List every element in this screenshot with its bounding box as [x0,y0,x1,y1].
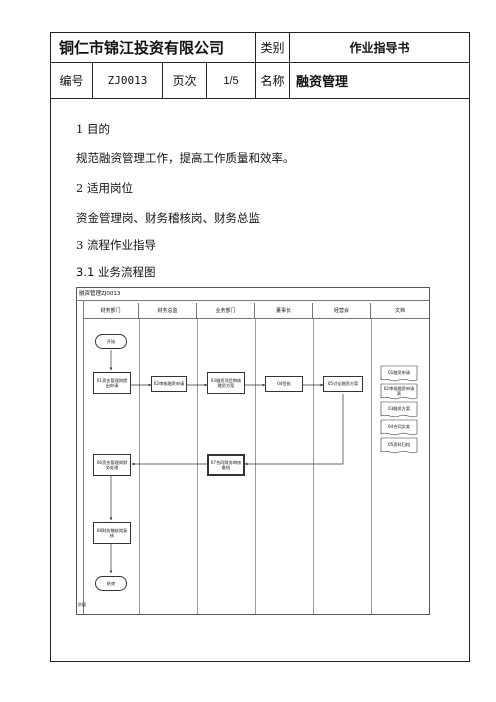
step-08-node: 08财务稽核岗复核 [93,522,131,544]
lane-operating-meeting: 经营会 [313,303,371,319]
document-item: 01融资申请 [387,370,411,376]
category-label: 类别 [256,33,290,63]
step-04-node: 04签批 [265,376,303,392]
section-2-title: 2 适用岗位 [76,181,133,195]
step-06-node: 06资金管理岗财务处理 [93,454,131,476]
lane-divider [139,319,140,614]
name-value: 融资管理 [290,63,469,99]
step-03-node: 03融资项目审核融资方案 [207,372,245,394]
document-item: 04合同文本 [387,424,411,430]
number-label: 编号 [51,63,93,99]
document-item: 05资料归档 [387,442,411,448]
flowchart: 融资管理ZJ0013 阶段 财务部门 财务总监 业务部门 董事长 经营会 文档 [76,287,430,615]
step-01-node: 01资金管理岗提出申请 [93,372,131,394]
name-label: 名称 [256,63,290,99]
number-value: ZJ0013 [93,63,163,99]
lane-divider [371,319,372,614]
document-item: 02审批融资申请表 [383,385,415,397]
step-05-node: 05讨论融资方案 [323,376,363,392]
lane-cfo: 财务总监 [139,303,197,319]
lane-documents: 文档 [371,303,429,319]
title-divider [77,300,429,301]
lane-divider [197,319,198,614]
document-page: 铜仁市锦江投资有限公司 类别 作业指导书 编号 ZJ0013 页次 1/5 名称… [50,32,470,662]
flow-connectors [109,350,418,574]
start-node: 开始 [95,334,127,349]
phase-label: 阶段 [78,602,86,607]
lane-business-dept: 业务部门 [197,303,255,319]
flowchart-title: 融资管理ZJ0013 [79,291,121,297]
category-value: 作业指导书 [290,33,469,63]
header-table: 铜仁市锦江投资有限公司 类别 作业指导书 编号 ZJ0013 页次 1/5 名称… [51,33,469,99]
section-3-title: 3 流程作业指导 [76,238,156,252]
lane-divider [255,319,256,614]
page-label: 页次 [163,63,207,99]
step-02-node: 02审核融资申请 [151,376,187,392]
company-name: 铜仁市锦江投资有限公司 [51,33,256,63]
lane-divider [313,319,314,614]
section-2-text: 资金管理岗、财务稽核岗、财务总监 [76,211,260,225]
step-07-node: 07合同财务审核备档 [207,454,245,476]
document-item: 03融资方案 [387,406,411,412]
section-1-text: 规范融资管理工作，提高工作质量和效率。 [76,151,295,165]
page-value: 1/5 [207,63,256,99]
phase-column-divider [83,300,84,614]
lane-chairman: 董事长 [255,303,313,319]
lane-finance-dept: 财务部门 [83,303,139,319]
section-3-1-title: 3.1 业务流程图 [76,265,156,279]
end-node: 结束 [95,576,127,591]
section-1-title: 1 目的 [76,122,110,136]
